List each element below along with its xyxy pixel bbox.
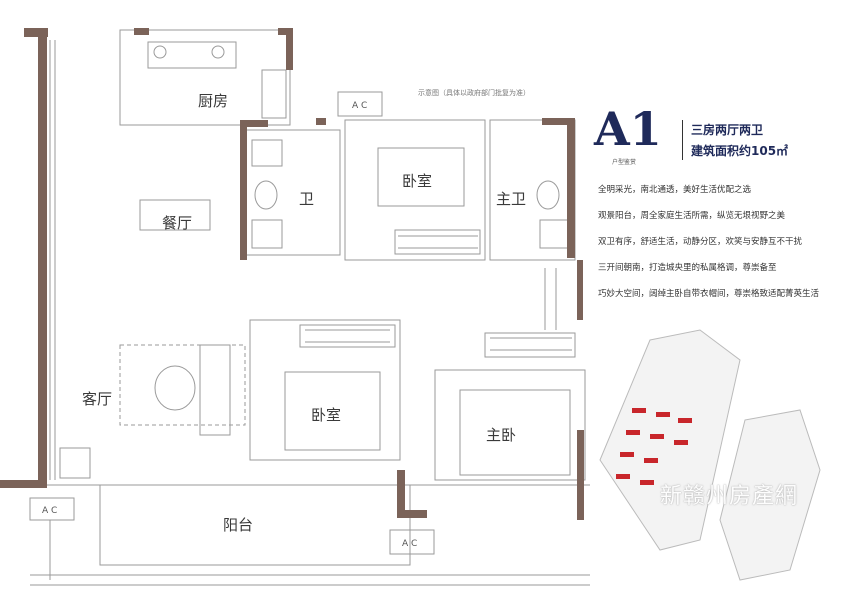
bedroom-north-outline [344,119,486,261]
room-label-dining: 餐厅 [162,214,192,232]
feature-line: 三开间朝南，打造城央里的私属格调，尊崇备至 [598,263,777,273]
site-map-thumbnail [599,329,821,581]
feature-line: 观景阳台，周全家庭生活所需，纵览无垠视野之美 [598,211,786,221]
master-bedroom-outline [434,369,586,481]
ac-unit-north [337,91,383,117]
living-rug [119,344,246,426]
kitchen-outline [119,29,291,126]
title-divider [682,120,683,160]
balcony-outline [99,484,411,566]
area-description: 建筑面积约105㎡ [691,144,789,158]
louvers [305,235,572,351]
bath-outline [244,129,341,256]
coffee-table [154,365,196,411]
unit-subtitle: 户型鉴赏 [612,159,637,166]
ac-label-southwest: A C [42,506,57,516]
room-label-bath: 卫 [299,190,314,208]
watermark: 新赣州房產網 [660,484,799,509]
room-label-balcony: 阳台 [223,516,253,534]
room-label-living: 客厅 [82,390,112,408]
feature-line: 双卫有序，舒适生活，动静分区，欢笑与安静互不干扰 [598,237,803,247]
ac-unit-south [389,529,435,555]
ac-label-north: A C [352,101,367,111]
walls [0,28,584,520]
site-map-markers [616,408,692,485]
feature-line: 全明采光，南北通透，美好生活优配之选 [598,185,752,195]
dining-table [139,199,211,231]
disclaimer-note: 示意图（具体以政府部门批复为准） [418,89,530,97]
sofa [199,344,231,436]
room-label-bedroom-north: 卧室 [402,172,432,190]
room-label-bedroom-south: 卧室 [311,406,341,424]
ac-label-south: A C [402,539,417,549]
rooms-description: 三房两厅两卫 [691,123,764,137]
bed-south [284,371,381,451]
unit-title: A1 [594,102,662,156]
bed-master [459,389,571,476]
ac-unit-southwest [29,497,75,521]
stove-counter [147,41,237,69]
bedroom-south-outline [249,319,401,461]
room-label-master-bath: 主卫 [496,190,526,208]
room-label-master-bedroom: 主卧 [486,426,516,444]
room-label-kitchen: 厨房 [198,92,228,110]
feature-line: 巧妙大空间，阔绰主卧自带衣帽间，尊崇格致适配菁英生活 [598,289,820,299]
bed-north [377,147,465,207]
